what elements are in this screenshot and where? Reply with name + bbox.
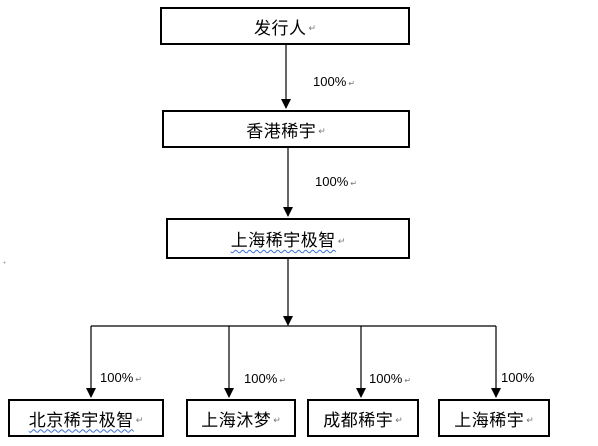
sub-3-pct: 100%↵ xyxy=(369,371,411,386)
node-sub-2-label: 上海沐梦 xyxy=(201,410,272,431)
node-sub-1: 北京稀宇极智 ↵ xyxy=(8,399,164,437)
node-sh-xiyu-jizhi: 上海稀宇极智 ↵ xyxy=(166,218,410,259)
paragraph-mark: ↵ xyxy=(273,416,281,426)
edge-issuer-to-hk-pct: 100%↵ xyxy=(313,74,355,89)
node-sub-2: 上海沐梦 ↵ xyxy=(186,399,296,437)
node-sub-4-label: 上海稀宇 xyxy=(454,410,525,431)
node-issuer-label: 发行人 xyxy=(253,18,307,39)
node-sub-3: 成都稀宇 ↵ xyxy=(307,399,419,437)
edge-hk-to-sh-pct: 100%↵ xyxy=(315,174,357,189)
paragraph-mark: ↵ xyxy=(395,416,403,426)
paragraph-mark: ↵ xyxy=(526,416,534,426)
sub-4-pct: 100% xyxy=(501,370,535,385)
node-hk-xiyu-label: 香港稀宇 xyxy=(246,121,317,142)
sub-2-pct: 100%↵ xyxy=(244,371,286,386)
paragraph-mark: ↵ xyxy=(135,416,144,426)
sub-1-pct: 100%↵ xyxy=(100,370,142,385)
paragraph-mark: ↵ xyxy=(337,236,346,247)
node-hk-xiyu: 香港稀宇 ↵ xyxy=(162,110,410,148)
paragraph-mark: ↵ xyxy=(308,24,317,34)
node-sh-xiyu-jizhi-label: 上海稀宇极智 xyxy=(230,231,336,251)
node-sub-3-label: 成都稀宇 xyxy=(323,410,394,431)
node-sub-4: 上海稀宇 ↵ xyxy=(438,399,550,437)
node-issuer: 发行人 ↵ xyxy=(160,7,410,45)
paragraph-mark: ↵ xyxy=(318,127,326,137)
stray-mark: ・ xyxy=(0,259,10,269)
node-sub-1-label: 北京稀宇极智 xyxy=(28,410,134,431)
